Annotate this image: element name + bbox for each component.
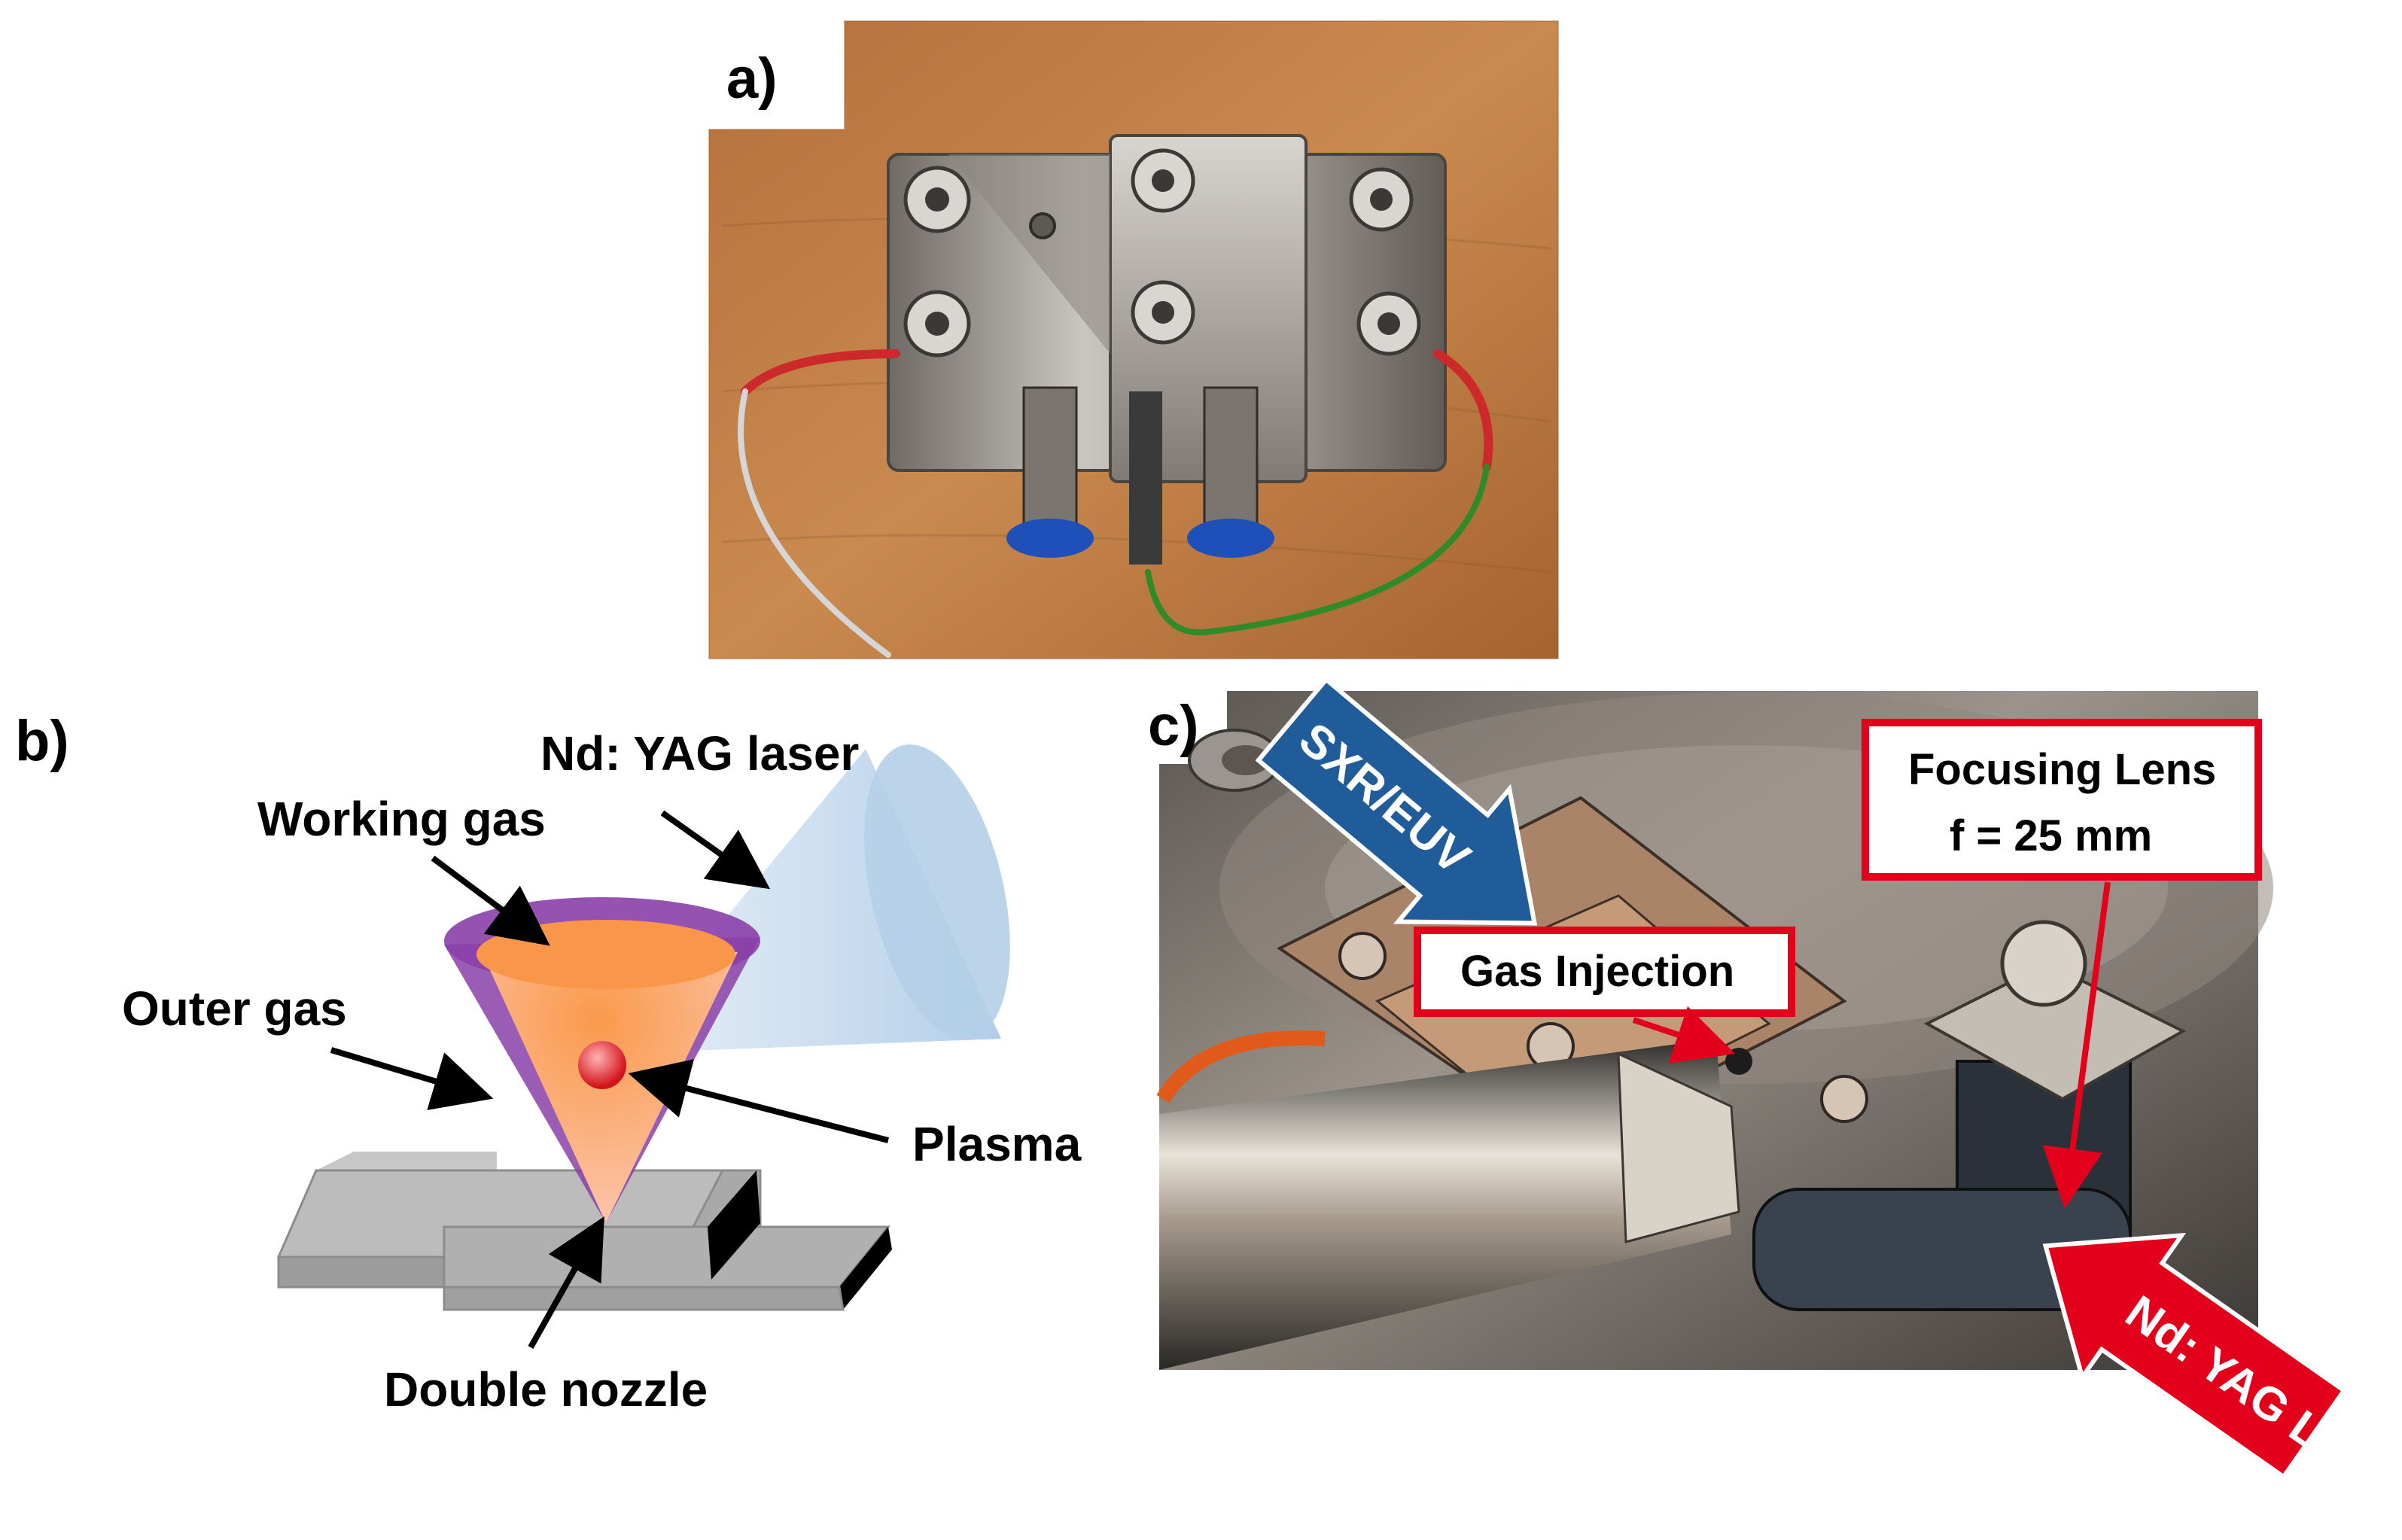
label-plasma: Plasma xyxy=(912,1117,1082,1171)
panel-b-arrows xyxy=(330,810,889,1349)
label-outer-gas: Outer gas xyxy=(122,982,347,1036)
label-double-nozzle: Double nozzle xyxy=(384,1362,708,1417)
panel-b-label: b) xyxy=(15,709,69,773)
nd-yag-laser-arrow-label: Nd: YAG Laser xyxy=(2117,1286,2402,1514)
nozzle-block xyxy=(887,134,1447,483)
wires xyxy=(738,349,1493,658)
plasma-dot xyxy=(578,1041,626,1089)
panel-c: c) SXR/EUV Nd: YAG Laser Gas Injection F… xyxy=(1148,676,2402,1514)
gas-fittings xyxy=(1006,386,1274,565)
panel-b: b) xyxy=(15,709,1082,1417)
panel-a-label: a) xyxy=(726,47,778,111)
panel-a: a) xyxy=(708,20,1559,659)
panel-a-photo xyxy=(708,20,1559,659)
label-working-gas: Working gas xyxy=(257,792,546,846)
gas-injection-label: Gas Injection xyxy=(1460,947,1734,996)
gas-injection-callout: Gas Injection xyxy=(1414,927,1795,1064)
focal-length-label: f = 25 mm xyxy=(1950,811,2152,860)
sxr-euv-arrow: SXR/EUV xyxy=(1255,676,1538,926)
panel-c-label: c) xyxy=(1148,694,1199,758)
label-nd-yag-laser: Nd: YAG laser xyxy=(540,726,859,781)
focusing-lens-label: Focusing Lens xyxy=(1908,745,2216,794)
focusing-lens-callout: Focusing Lens f = 25 mm xyxy=(1862,719,2262,1209)
